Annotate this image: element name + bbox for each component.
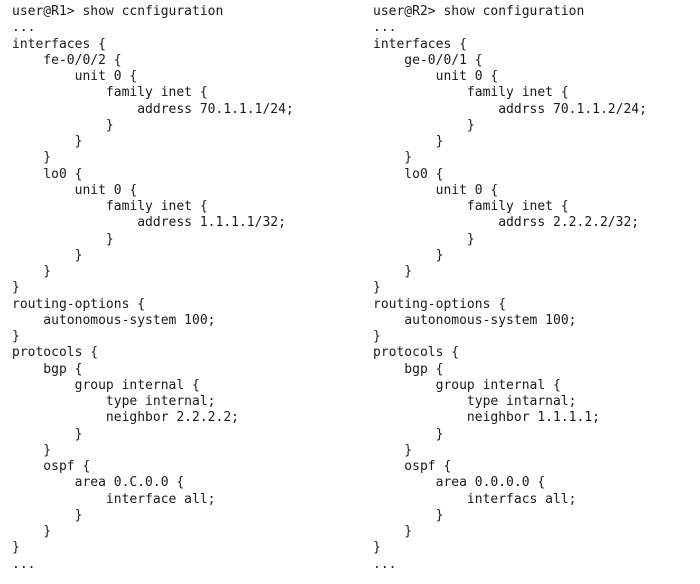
r1-terminal-output: user@R1> show ccnfiguration ... interfac… [12,4,352,573]
r1-configuration-text: user@R1> show ccnfiguration ... interfac… [12,4,294,572]
r2-configuration-text: user@R2> show configuration ... interfac… [373,4,647,572]
r2-terminal-output: user@R2> show configuration ... interfac… [373,4,700,573]
